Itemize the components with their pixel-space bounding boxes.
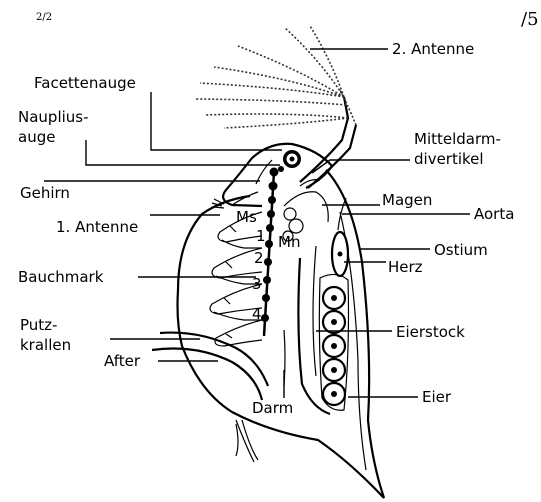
egg — [323, 383, 345, 405]
segment-number: 4 — [252, 305, 262, 323]
label-mitteldarm-1: Mitteldarm- — [414, 130, 501, 148]
carapace — [178, 170, 385, 498]
label-mitteldarm-2: divertikel — [414, 150, 484, 168]
label-after: After — [104, 352, 141, 370]
label-mn: Mn — [278, 233, 300, 251]
label-eier: Eier — [422, 388, 452, 406]
egg — [323, 359, 345, 381]
antenna-bristles — [195, 26, 356, 128]
label-facettenauge: Facettenauge — [34, 74, 136, 92]
segment-number: 3 — [252, 275, 262, 293]
label-naupliusauge-1: Nauplius- — [18, 108, 89, 126]
ovary-eggs — [319, 274, 348, 410]
egg — [323, 335, 345, 357]
label-bauchmark: Bauchmark — [18, 268, 104, 286]
egg — [323, 287, 345, 309]
label-ms: Ms — [236, 208, 257, 226]
label-1-antenne: 1. Antenne — [56, 218, 138, 236]
page-counter: 2/2 — [36, 12, 52, 23]
label-magen: Magen — [382, 191, 432, 209]
label-2-antenne: 2. Antenne — [392, 40, 474, 58]
egg — [323, 311, 345, 333]
ventral-nerve-cord — [261, 168, 279, 337]
corner-mark: /5 — [521, 9, 539, 30]
segment-number: 1 — [256, 227, 266, 245]
label-naupliusauge-2: auge — [18, 128, 55, 146]
second-antenna — [195, 26, 356, 188]
label-ostium: Ostium — [434, 241, 488, 259]
head — [223, 144, 332, 206]
label-herz: Herz — [388, 258, 423, 276]
label-gehirn: Gehirn — [20, 184, 70, 202]
abdominal-claw — [152, 333, 268, 462]
label-putzkrallen-1: Putz- — [20, 316, 57, 334]
nauplius-eye — [278, 166, 284, 172]
segment-number: 2 — [254, 249, 264, 267]
label-aorta: Aorta — [474, 205, 514, 223]
label-eierstock: Eierstock — [396, 323, 465, 341]
heart — [332, 232, 348, 276]
compound-eye — [283, 150, 301, 168]
label-putzkrallen-2: krallen — [20, 336, 71, 354]
label-darm: Darm — [252, 399, 293, 417]
